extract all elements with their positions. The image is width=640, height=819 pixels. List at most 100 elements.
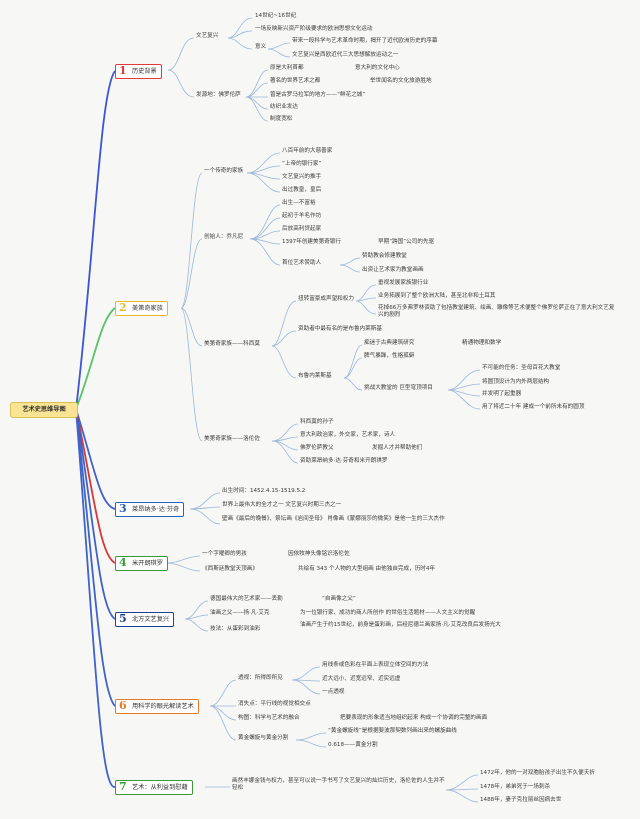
node-sci-p[interactable]: 透视：所得即所见: [238, 675, 283, 681]
node-movement[interactable]: 一场反映新兴资产阶级要求的欧洲思想文化运动: [255, 26, 373, 32]
root-node[interactable]: 艺术史思维导图: [10, 402, 78, 418]
node-legend-3[interactable]: 文艺复兴的推手: [282, 174, 322, 180]
node-sci-v[interactable]: 消失点：平行线的视觉相交点: [238, 701, 311, 707]
node-north-c2[interactable]: 油画产生于约15世纪，前身是蛋彩画，后经尼德兰画家扬·凡·艾克改良后发扬光大: [300, 622, 501, 628]
node-lorenzo-1[interactable]: 科西莫的孙子: [300, 419, 334, 425]
node-north-a2[interactable]: “自画像之父”: [322, 596, 356, 602]
branch-1-line: [75, 70, 116, 410]
node-sci-p2[interactable]: 近大远小、近宽远窄、近实远虚: [322, 676, 401, 682]
node-michelangelo-a[interactable]: 一个字曜卿的男孩: [202, 551, 247, 557]
branch-7-line: [75, 408, 116, 788]
node-origin-4[interactable]: 纺织业发达: [270, 104, 298, 110]
node-cosimo-3c[interactable]: 挑战大教堂的 巨型穹顶项目: [364, 385, 433, 391]
node-origin-1[interactable]: 原是大利首都: [270, 65, 304, 71]
section-7-node[interactable]: 7 艺术：从利益到慰藉: [115, 780, 193, 795]
node-sci-p3[interactable]: 一点透视: [322, 689, 345, 695]
node-cosimo-3b[interactable]: 脾气暴躁，性格孤僻: [364, 353, 415, 359]
node-origin-5[interactable]: 制度宽松: [270, 116, 293, 122]
section-3-label: 莱昂纳多·达·芬奇: [132, 506, 180, 513]
node-sci-c2[interactable]: 把要表现的形象适当地组织起来 构成一个协调的完整的画面: [340, 715, 488, 721]
node-founder-3[interactable]: 后放高利贷起家: [282, 226, 322, 232]
section-5-label: 北方文艺复兴: [132, 616, 170, 623]
section-7-number: 7: [119, 780, 127, 793]
section-2-label: 美第奇家族: [132, 305, 163, 312]
node-wenyi[interactable]: 文艺复兴: [196, 33, 219, 39]
node-founder-5b[interactable]: 出资让艺术家为教堂画画: [362, 267, 424, 273]
node-legend-4[interactable]: 出过教皇，皇后: [282, 187, 322, 193]
section-7-label: 艺术：从利益到慰藉: [132, 784, 188, 791]
node-solace-b3[interactable]: 1488年，妻子克拉丽丝因病去世: [480, 797, 562, 803]
node-michelangelo-b2[interactable]: 共绘有 343 个人物的大型组画 由他独自完成，历时4年: [298, 566, 436, 572]
node-founder-5a[interactable]: 赞助教会修建教堂: [362, 253, 407, 259]
branch-5-line: [75, 408, 116, 620]
section-3-node[interactable]: 3 莱昂纳多·达·芬奇: [115, 502, 185, 517]
node-origin-2[interactable]: 著名的世界艺术之都: [270, 78, 321, 84]
branch-6-line: [75, 408, 116, 707]
node-davinci-c[interactable]: 壁画《最后的晚餐》、祭坛画《岩间圣母》 肖像画《蒙娜丽莎的微笑》是他一生的三大杰…: [222, 516, 445, 522]
node-michelangelo-a2[interactable]: 因依牧神头像铭识洛伦佐: [288, 551, 350, 557]
node-cosimo-2[interactable]: 资助者中最有名的是布鲁内莱斯基: [298, 326, 382, 332]
section-3-number: 3: [119, 502, 127, 515]
node-north-b2[interactable]: 为一位银行家、成功的商人所创作 的世俗生活题材——人文主义的觉醒: [300, 610, 476, 616]
node-cosimo-3c1[interactable]: 不可能的任务：圣母百花大教堂: [482, 365, 561, 371]
section-4-node[interactable]: 4 米开朗琪罗: [115, 556, 168, 571]
node-north-a[interactable]: 德国最伟大的艺术家——丢勒: [210, 596, 283, 602]
node-founder-4b[interactable]: 早期“跨国”公司的先驱: [378, 239, 435, 245]
node-time[interactable]: 14世纪~16世纪: [255, 13, 297, 19]
node-cosimo-3c4[interactable]: 用了将近二十年 建成一个前所未有的圆顶: [482, 404, 585, 410]
node-legend-2[interactable]: “上帝的银行家”: [282, 161, 322, 167]
section-1-node[interactable]: 1 历史背景: [115, 64, 162, 79]
section-1-label: 历史背景: [132, 68, 157, 75]
branch-3-line: [75, 408, 116, 510]
node-founder-1[interactable]: 出生—不富裕: [282, 200, 316, 206]
node-cosimo-3[interactable]: 布鲁内莱斯基: [298, 373, 332, 379]
node-sci-g1[interactable]: “黄金螺旋线”是根据斐波那契数列画出来的螺旋曲线: [328, 728, 457, 734]
node-cosimo[interactable]: 美第奇家族——科西莫: [204, 341, 260, 347]
node-sci-c[interactable]: 构图：科学与艺术的融合: [238, 715, 300, 721]
node-meaning-2[interactable]: 文艺复兴是西欧近代三大思想解放运动之一: [292, 52, 399, 58]
node-legend-1[interactable]: 八百年前的大慈善家: [282, 148, 333, 154]
node-michelangelo-b[interactable]: 《西斯廷教堂天顶画》: [202, 566, 258, 572]
node-meaning[interactable]: 意义: [255, 44, 267, 50]
node-solace-b2[interactable]: 1478年，弟弟死于一场刺杀: [480, 784, 551, 790]
node-lorenzo[interactable]: 美第奇家族——洛伦佐: [204, 436, 260, 442]
node-origin-2b[interactable]: 举世闻名的文化旅游胜地: [370, 78, 432, 84]
node-legend[interactable]: 一个传奇的家族: [204, 168, 244, 174]
node-founder[interactable]: 创始人：乔凡尼: [204, 234, 244, 240]
node-davinci-b[interactable]: 世界上最伟大的全才之一 文艺复兴时期三杰之一: [222, 502, 342, 508]
section-4-number: 4: [119, 556, 127, 569]
node-origin-3[interactable]: 曾是古罗马拉军的地方——“鲜花之城”: [270, 92, 366, 98]
node-cosimo-1c[interactable]: 花掉66万多弗罗林资助了包括教堂建筑、绘画、雕像等艺术便整个佛罗伦萨正在了意大利…: [378, 305, 615, 318]
section-6-node[interactable]: 6 用科学的眼光解读艺术: [115, 699, 199, 714]
node-sci-p1[interactable]: 用线条或色彩在平面上表现立体空间的方法: [322, 662, 429, 668]
node-founder-5[interactable]: 首位艺术赞助人: [282, 260, 322, 266]
section-2-node[interactable]: 2 美第奇家族: [115, 301, 168, 316]
node-sci-g[interactable]: 黄金螺旋与黄金分割: [238, 735, 289, 741]
node-cosimo-1b[interactable]: 业务拓展到了整个欧洲大陆，甚至北非和土耳其: [378, 293, 496, 299]
node-cosimo-3c3[interactable]: 并发明了起重器: [482, 391, 522, 397]
node-north-b[interactable]: 油画之父——扬·凡·艾克: [210, 610, 270, 616]
branch-2-line: [75, 307, 116, 410]
node-davinci-a[interactable]: 出生时间：1452.4.15-1519.5.2: [222, 488, 306, 494]
node-founder-4[interactable]: 1397年创建美第奇银行: [282, 239, 341, 245]
node-north-c[interactable]: 技法：从蛋彩到油彩: [210, 626, 261, 632]
node-sci-g2[interactable]: 0.618——黄金分割: [328, 742, 378, 748]
node-cosimo-3c2[interactable]: 将圆顶设计为内外两层结构: [482, 379, 550, 385]
node-origin-1b[interactable]: 意大利的文化中心: [355, 65, 400, 71]
node-solace-a[interactable]: 画然丰娜金钱与权力，甚至可以说一手书写了文艺复兴的灿烂历史，洛伦佐的人生并不轻松: [232, 778, 445, 791]
node-origin[interactable]: 发源地：佛罗伦萨: [196, 92, 241, 98]
node-cosimo-3a[interactable]: 痴迷于古典建筑研究: [364, 340, 415, 346]
node-cosimo-1a[interactable]: 垂视发展家族银行业: [378, 280, 429, 286]
section-4-label: 米开朗琪罗: [132, 560, 163, 567]
node-cosimo-1[interactable]: 扭转富豪成声望和权力: [298, 296, 354, 302]
branch-4-line: [75, 408, 116, 564]
node-lorenzo-4[interactable]: 资助莱昂纳多·达·芬奇和米开朗琪罗: [300, 458, 388, 464]
section-5-node[interactable]: 5 北方文艺复兴: [115, 612, 175, 627]
node-meaning-1[interactable]: 带来一段科学与艺术革命时期，揭开了近代欧洲历史的序幕: [292, 38, 438, 44]
node-solace-b1[interactable]: 1472年，他的一对双胞胎孩子出生不久便夭折: [480, 770, 595, 776]
node-lorenzo-2[interactable]: 意大利政治家，外交家，艺术家，诗人: [300, 432, 396, 438]
node-founder-2[interactable]: 起初于羊毛作坊: [282, 213, 322, 219]
node-lorenzo-3[interactable]: 佛罗伦萨教父: [300, 445, 334, 451]
node-cosimo-3a2[interactable]: 精通物理和数学: [462, 340, 502, 346]
node-lorenzo-3b[interactable]: 发掘人才并帮助他们: [372, 445, 423, 451]
